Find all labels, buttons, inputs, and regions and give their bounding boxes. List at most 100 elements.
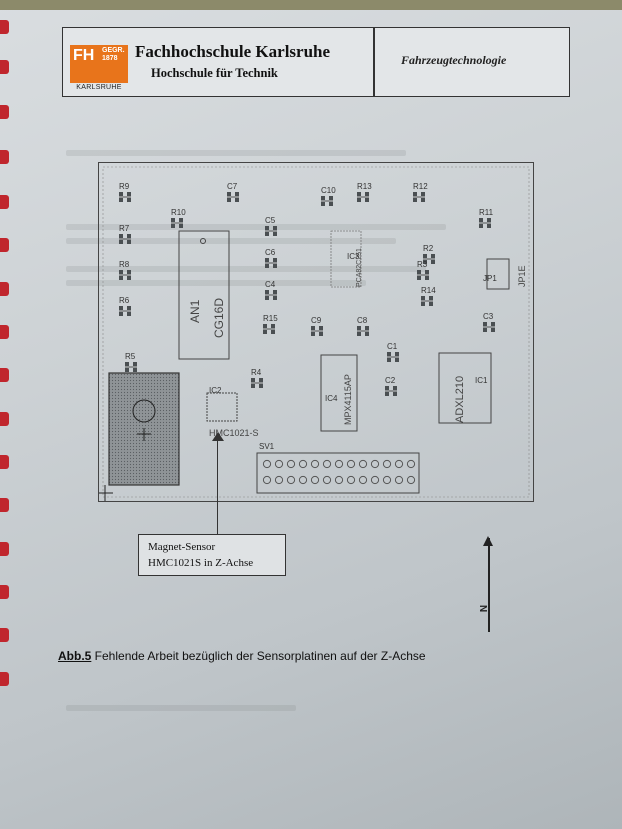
component-label-c7: C7 — [227, 182, 238, 191]
component-pad-r6 — [119, 306, 131, 316]
component-label-r10: R10 — [171, 208, 186, 217]
callout-line-1: Magnet-Sensor — [148, 541, 216, 553]
component-label-c5: C5 — [265, 216, 276, 225]
north-label: N — [479, 604, 491, 613]
sv1-pin — [382, 475, 392, 485]
component-pad-r15 — [263, 324, 275, 334]
header-divider — [373, 28, 375, 96]
component-pad-c4 — [265, 290, 277, 300]
component-label-r12: R12 — [413, 182, 428, 191]
component-pad-c6 — [265, 258, 277, 268]
ic-label-mpx: MPX4115AP — [343, 374, 353, 425]
component-label-c9: C9 — [311, 316, 322, 325]
component-pad-r13 — [357, 192, 369, 202]
component-label-r13: R13 — [357, 182, 372, 191]
component-label-c4: C4 — [265, 280, 276, 289]
sv1-pin — [298, 459, 308, 469]
caption-label: Abb.5 — [58, 649, 92, 663]
logo-year-text: GEGR. 1878 — [102, 47, 125, 62]
sv1-pin — [346, 459, 356, 469]
component-label-r6: R6 — [119, 296, 130, 305]
component-pad-r8 — [119, 270, 131, 280]
component-label-r15: R15 — [263, 314, 278, 323]
north-arrow-line — [488, 538, 490, 632]
sv1-connector-outline — [256, 452, 420, 494]
ic-an1-outline — [178, 230, 230, 360]
component-label-c3: C3 — [483, 312, 494, 321]
sv1-pin — [370, 475, 380, 485]
logo-city-text: KARLSRUHE — [76, 84, 122, 91]
component-label-r7: R7 — [119, 224, 130, 233]
document-header: FH GEGR. 1878 KARLSRUHE Fachhochschule K… — [62, 27, 570, 97]
institution-title: Fachhochschule Karlsruhe — [135, 42, 331, 61]
institution-subtitle: Hochschule für Technik — [151, 66, 278, 80]
ic-label-hmc: HMC1021-S — [209, 428, 259, 438]
sv1-pin — [370, 459, 380, 469]
sv1-pin — [394, 459, 404, 469]
sv1-pin — [406, 475, 416, 485]
component-pad-c3 — [483, 322, 495, 332]
ic1-outline — [438, 352, 492, 424]
component-pad-c10 — [321, 196, 333, 206]
department-name: Fahrzeugtechnologie — [401, 53, 507, 67]
component-label-ic1: IC1 — [475, 376, 488, 385]
sv1-pin — [394, 475, 404, 485]
component-label-jp1: JP1 — [483, 274, 497, 283]
sv1-pin — [358, 475, 368, 485]
sv1-pin — [298, 475, 308, 485]
component-pad-c2 — [385, 386, 397, 396]
component-pad-r10 — [171, 218, 183, 228]
callout-line-2: HMC1021S in Z-Achse — [148, 557, 254, 569]
component-label-r11: R11 — [479, 208, 494, 217]
component-pad-r12 — [413, 192, 425, 202]
component-label-r9: R9 — [119, 182, 130, 191]
component-label-ic2: IC2 — [209, 386, 222, 395]
sv1-pin — [286, 459, 296, 469]
component-label-r8: R8 — [119, 260, 130, 269]
sv1-pin — [334, 475, 344, 485]
sv1-pin — [274, 459, 284, 469]
component-label-c6: C6 — [265, 248, 276, 257]
sv1-pin — [406, 459, 416, 469]
component-pad-r11 — [479, 218, 491, 228]
sv1-pin — [322, 475, 332, 485]
ic-label-jp: JP1E — [517, 265, 527, 287]
callout-leader-line — [217, 438, 219, 534]
sv1-pin — [262, 475, 272, 485]
figure-caption: Abb.5 Fehlende Arbeit bezüglich der Sens… — [58, 649, 426, 663]
component-pad-c7 — [227, 192, 239, 202]
sv1-pin — [346, 475, 356, 485]
ic-label-cg16d: CG16D — [212, 298, 226, 338]
component-pad-c8 — [357, 326, 369, 336]
sv1-pin — [310, 459, 320, 469]
fh-logo: FH GEGR. 1878 KARLSRUHE — [70, 45, 128, 93]
component-label-c2: C2 — [385, 376, 396, 385]
ic-label-adxl: ADXL210 — [454, 376, 466, 423]
binding-rings — [0, 10, 12, 829]
sv1-pin — [274, 475, 284, 485]
component-label-ic3: IC3 — [347, 252, 360, 261]
component-pad-r5 — [125, 362, 137, 372]
component-label-r5: R5 — [125, 352, 136, 361]
ic-label-ic3-part: PCA82C251 — [356, 248, 363, 287]
sv1-pin — [322, 459, 332, 469]
ic-label-an1: AN1 — [188, 299, 202, 323]
logo-fh-text: FH — [73, 47, 95, 64]
magnet-sensor-callout: Magnet-Sensor HMC1021S in Z-Achse — [138, 534, 286, 576]
sv1-pin — [334, 459, 344, 469]
sv1-pin — [358, 459, 368, 469]
sv1-pin — [382, 459, 392, 469]
component-label-sv1: SV1 — [259, 442, 275, 451]
caption-text: Fehlende Arbeit bezüglich der Sensorplat… — [91, 649, 426, 663]
component-label-c10: C10 — [321, 186, 336, 195]
component-pad-r2 — [423, 254, 435, 264]
component-pad-r9 — [119, 192, 131, 202]
component-label-c8: C8 — [357, 316, 368, 325]
component-label-r4: R4 — [251, 368, 262, 377]
component-pad-c1 — [387, 352, 399, 362]
sv1-pin — [262, 459, 272, 469]
component-pad-r3 — [417, 270, 429, 280]
